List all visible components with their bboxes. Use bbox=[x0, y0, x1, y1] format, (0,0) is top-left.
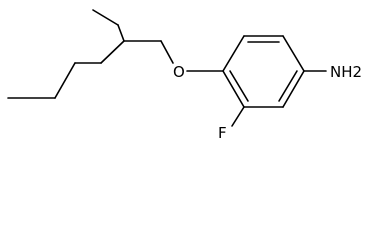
ring-double-bond-lower-right bbox=[278, 70, 298, 102]
bond-ring-to-fluorine bbox=[231, 106, 245, 127]
bond-ch2-to-oxygen bbox=[160, 40, 174, 64]
ring-bond-c6-c1 bbox=[222, 70, 245, 108]
bond-butyl-3 bbox=[54, 62, 76, 99]
ring-bond-c3-c4 bbox=[282, 35, 305, 72]
bond-ethyl-branch bbox=[117, 24, 125, 42]
oxygen-label: O bbox=[173, 63, 185, 81]
ring-bond-c4-c5 bbox=[282, 70, 305, 108]
ring-bond-c1-c2 bbox=[222, 35, 245, 72]
amine-label: NH2 bbox=[330, 63, 362, 81]
bond-ethyl-terminal bbox=[92, 9, 119, 26]
bond-butyl-1 bbox=[100, 40, 125, 64]
ring-double-bond-lower-left bbox=[229, 70, 249, 102]
fluorine-label: F bbox=[218, 124, 227, 142]
chemical-structure: O NH2 F bbox=[7, 9, 362, 142]
